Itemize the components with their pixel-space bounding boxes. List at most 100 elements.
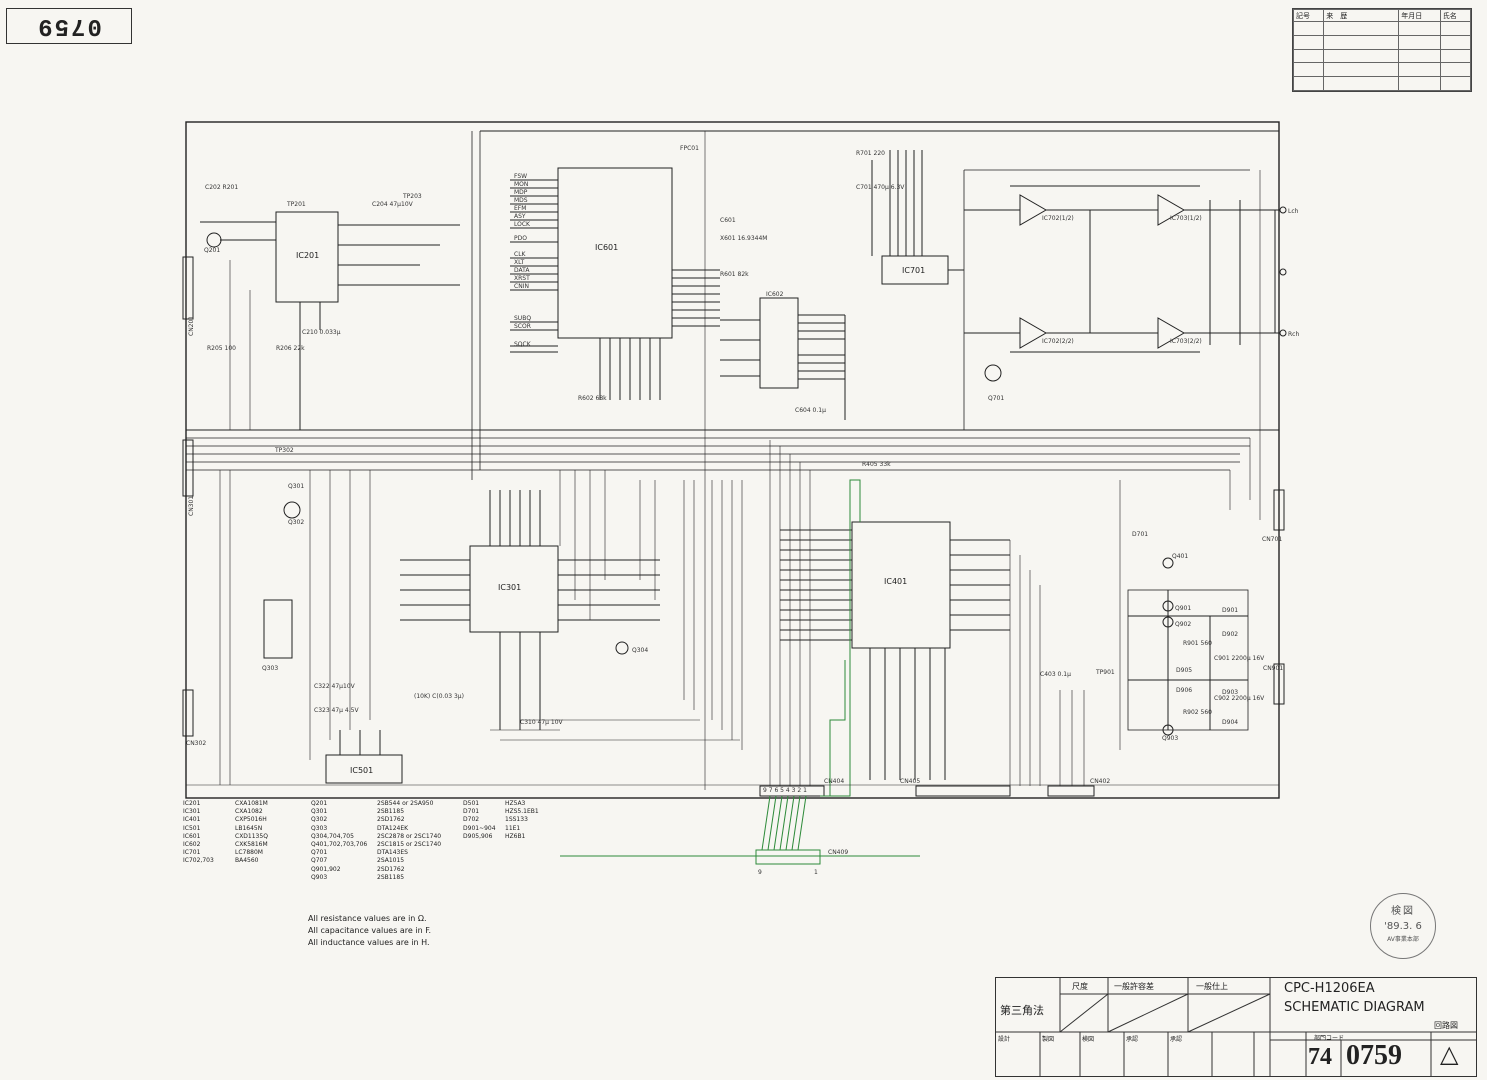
cn409-pin-9: 9 bbox=[758, 869, 762, 876]
svg-text:Q903: Q903 bbox=[1162, 735, 1178, 742]
svg-text:D903: D903 bbox=[1222, 689, 1238, 696]
svg-text:Q303: Q303 bbox=[262, 665, 278, 672]
svg-text:D905: D905 bbox=[1176, 667, 1192, 674]
svg-text:R902 560: R902 560 bbox=[1183, 709, 1212, 716]
cn302-label: CN302 bbox=[186, 740, 206, 747]
ic301-label: IC301 bbox=[498, 583, 521, 592]
power-supply-section: Q401 Q901 Q902 Q903 D901 D902 D903 D904 … bbox=[1095, 531, 1265, 742]
tolerance-label: 一般許容差 bbox=[1114, 982, 1154, 991]
approval-date-label: 承認 bbox=[1170, 1036, 1183, 1043]
units-notes: All resistance values are in Ω. All capa… bbox=[308, 913, 431, 949]
svg-text:Q401: Q401 bbox=[1172, 553, 1188, 560]
svg-text:SCOR: SCOR bbox=[514, 323, 531, 330]
svg-text:TP201: TP201 bbox=[286, 201, 306, 208]
model-number: CPC-H1206EA bbox=[1284, 981, 1375, 996]
ic602-block: IC602 C604 0.1μ bbox=[720, 291, 846, 420]
svg-text:SUBQ: SUBQ bbox=[514, 315, 531, 322]
cn701-label: CN701 bbox=[1262, 536, 1282, 543]
ic601-label: IC601 bbox=[595, 243, 618, 252]
svg-text:C403 0.1μ: C403 0.1μ bbox=[1040, 671, 1071, 678]
rev-header-mark: 記号 bbox=[1292, 9, 1325, 22]
svg-text:R601 82k: R601 82k bbox=[720, 271, 749, 278]
stamp-check: 検図 bbox=[1391, 906, 1415, 917]
rev-header-name: 氏名 bbox=[1439, 9, 1472, 22]
svg-text:C601: C601 bbox=[720, 217, 736, 224]
svg-text:C322 47μ10V: C322 47μ10V bbox=[314, 683, 356, 690]
opamp-section: IC702(1/2) IC703(1/2) IC702(2/2) IC703(2… bbox=[964, 185, 1299, 402]
svg-text:R405 33k: R405 33k bbox=[862, 461, 891, 468]
ic201-block: IC201 C210 0.033μ C202 R201 TP201 C204 4… bbox=[200, 184, 460, 430]
svg-text:C901 2200μ 16V: C901 2200μ 16V bbox=[1214, 655, 1265, 662]
svg-text:CLK: CLK bbox=[514, 251, 527, 258]
drawing-code-label: 部門コード bbox=[1314, 1035, 1345, 1042]
title-block: 第三角法 尺度 一般許容差 一般仕上 CPC-H1206EA SCHEMATIC… bbox=[995, 977, 1477, 1077]
svg-text:(10K) C(0.03 3μ): (10K) C(0.03 3μ) bbox=[414, 693, 464, 700]
cn409-pin-1: 1 bbox=[814, 869, 818, 876]
svg-text:IC703(1/2): IC703(1/2) bbox=[1170, 215, 1202, 222]
svg-text:R206 22k: R206 22k bbox=[276, 345, 305, 352]
output-rch: Rch bbox=[1288, 331, 1299, 338]
svg-text:TP901: TP901 bbox=[1095, 669, 1115, 676]
svg-text:Q301: Q301 bbox=[288, 483, 304, 490]
svg-text:MDS: MDS bbox=[514, 197, 528, 204]
svg-text:C604 0.1μ: C604 0.1μ bbox=[795, 407, 826, 414]
cn405-label: CN405 bbox=[900, 778, 920, 785]
stamp-date: '89.3. 6 bbox=[1384, 921, 1422, 932]
svg-text:C902 2200μ 16V: C902 2200μ 16V bbox=[1214, 695, 1265, 702]
cn409-green-wiring bbox=[560, 479, 920, 865]
left-connectors: CN201 CN301 CN302 bbox=[182, 256, 206, 747]
cn201-label: CN201 bbox=[188, 316, 195, 336]
svg-text:Q304: Q304 bbox=[632, 647, 648, 654]
ic601-block: IC601 bbox=[510, 167, 720, 402]
svg-text:C210 0.033μ: C210 0.033μ bbox=[302, 329, 341, 336]
svg-text:PDO: PDO bbox=[514, 235, 527, 242]
svg-text:R701 220: R701 220 bbox=[856, 150, 885, 157]
svg-text:IC702(1/2): IC702(1/2) bbox=[1042, 215, 1074, 222]
svg-text:CNIN: CNIN bbox=[514, 283, 529, 290]
svg-text:D701: D701 bbox=[1132, 531, 1148, 538]
svg-text:TP302: TP302 bbox=[274, 447, 294, 454]
svg-text:D904: D904 bbox=[1222, 719, 1238, 726]
svg-text:IC703(2/2): IC703(2/2) bbox=[1170, 338, 1202, 345]
svg-text:XLT: XLT bbox=[514, 259, 525, 266]
rev-header-date: 年月日 bbox=[1398, 9, 1441, 22]
drawing-title: SCHEMATIC DIAGRAM bbox=[1284, 1000, 1425, 1015]
svg-text:C701 470μ 6.3V: C701 470μ 6.3V bbox=[856, 184, 905, 191]
note-inductance: All inductance values are in H. bbox=[308, 938, 430, 947]
svg-text:9 7 6 5 4 3 2 1: 9 7 6 5 4 3 2 1 bbox=[763, 787, 807, 794]
ic501-label: IC501 bbox=[350, 766, 373, 775]
cn402-label: CN402 bbox=[1090, 778, 1110, 785]
svg-text:D902: D902 bbox=[1222, 631, 1238, 638]
svg-text:X601 16.9344M: X601 16.9344M bbox=[720, 235, 767, 242]
ic201-label: IC201 bbox=[296, 251, 319, 260]
title-block-grid bbox=[996, 978, 1476, 1076]
cn404-label: CN404 bbox=[824, 778, 844, 785]
stamp-dept: AV事業本部 bbox=[1387, 936, 1419, 943]
svg-text:SQCK: SQCK bbox=[514, 341, 532, 348]
output-lch: Lch bbox=[1288, 208, 1299, 215]
svg-text:C204 47μ10V: C204 47μ10V bbox=[372, 201, 414, 208]
svg-text:XRST: XRST bbox=[514, 275, 530, 282]
bottom-connectors: CN404 9 7 6 5 4 3 2 1 CN405 CN402 bbox=[759, 778, 1110, 797]
revision-triangle-icon: △ bbox=[1440, 1040, 1459, 1068]
svg-text:R602 68k: R602 68k bbox=[578, 395, 607, 402]
revision-table: 記号 来 歴 年月日 氏名 bbox=[1292, 8, 1472, 92]
svg-text:FPC01: FPC01 bbox=[680, 145, 699, 152]
svg-text:EFM: EFM bbox=[514, 205, 526, 212]
